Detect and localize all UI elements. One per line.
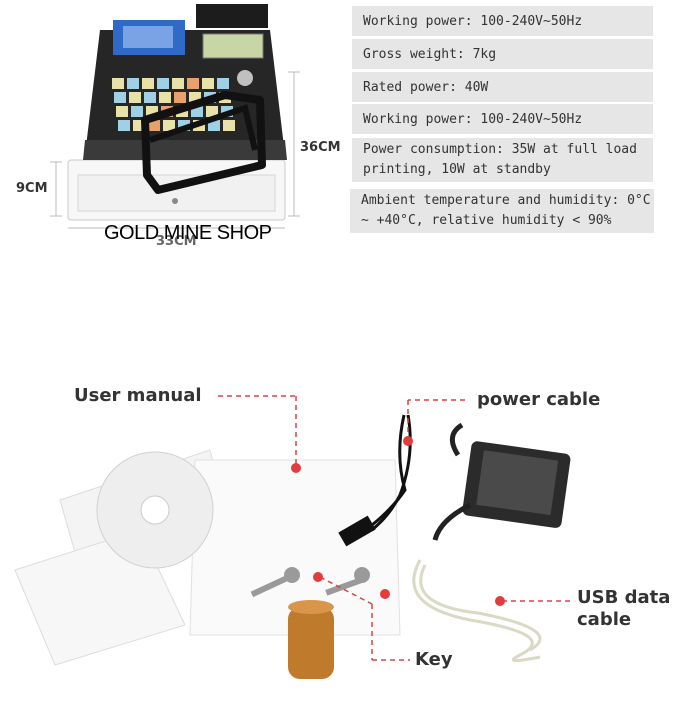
keypad-key: [202, 78, 214, 89]
usb-data-cable-label: USB data cable: [577, 587, 671, 630]
keypad-key: [163, 120, 175, 131]
keypad-key: [174, 92, 186, 103]
keypad-key: [159, 92, 171, 103]
keypad-key: [116, 106, 128, 117]
user-manual-label: User manual: [74, 385, 202, 406]
keypad-key: [144, 92, 156, 103]
keypad-key: [131, 106, 143, 117]
keypad-key: [114, 92, 126, 103]
keypad-key: [187, 78, 199, 89]
spec-row-working-power: Working power: 100-240V~50Hz: [352, 6, 653, 36]
height-dimension-label: 36CM: [300, 140, 341, 155]
accessories-photo: User manual power cable USB data cable K…: [0, 355, 684, 697]
cash-register-illustration: [50, 4, 300, 229]
keypad-key: [223, 120, 235, 131]
spec-text: Working power: 100-240V~50Hz: [363, 111, 583, 127]
keypad-key: [157, 78, 169, 89]
spec-row-power-consumption: Power consumption: 35W at full load prin…: [352, 138, 653, 182]
keypad-key: [146, 106, 158, 117]
spec-text: Working power: 100-240V~50Hz: [363, 13, 583, 29]
spec-text: Gross weight: 7kg: [363, 46, 497, 62]
keypad-key: [208, 120, 220, 131]
keypad-key: [172, 78, 184, 89]
keypad-key: [133, 120, 145, 131]
spec-text: Power consumption: 35W at full load prin…: [363, 142, 637, 177]
accessories-illustration: [14, 395, 571, 679]
spec-text: Rated power: 40W: [363, 79, 489, 95]
power-cable-label: power cable: [477, 389, 601, 410]
cash-register-diagram: 36CM 9CM 33CM GOLD MINE SHOP: [0, 0, 350, 270]
keypad-key: [189, 92, 201, 103]
keypad-key: [127, 78, 139, 89]
keypad-key: [112, 78, 124, 89]
keypad-key: [142, 78, 154, 89]
keypad-key: [129, 92, 141, 103]
width-dimension-label: 33CM: [156, 234, 197, 249]
keypad-key: [148, 120, 160, 131]
shop-watermark: GOLD MINE SHOP: [104, 222, 272, 244]
key-label: Key: [415, 649, 453, 670]
keypad-key: [118, 120, 130, 131]
keypad-key: [191, 106, 203, 117]
drawer-height-dimension-label: 9CM: [16, 181, 48, 196]
spec-row-working-power-2: Working power: 100-240V~50Hz: [352, 104, 653, 134]
spec-text: Ambient temperature and humidity: 0°C ~ …: [361, 193, 651, 228]
keypad-key: [217, 78, 229, 89]
spec-row-gross-weight: Gross weight: 7kg: [352, 39, 653, 69]
spec-row-rated-power: Rated power: 40W: [352, 72, 653, 102]
keypad-key: [206, 106, 218, 117]
spec-row-ambient: Ambient temperature and humidity: 0°C ~ …: [350, 189, 654, 233]
